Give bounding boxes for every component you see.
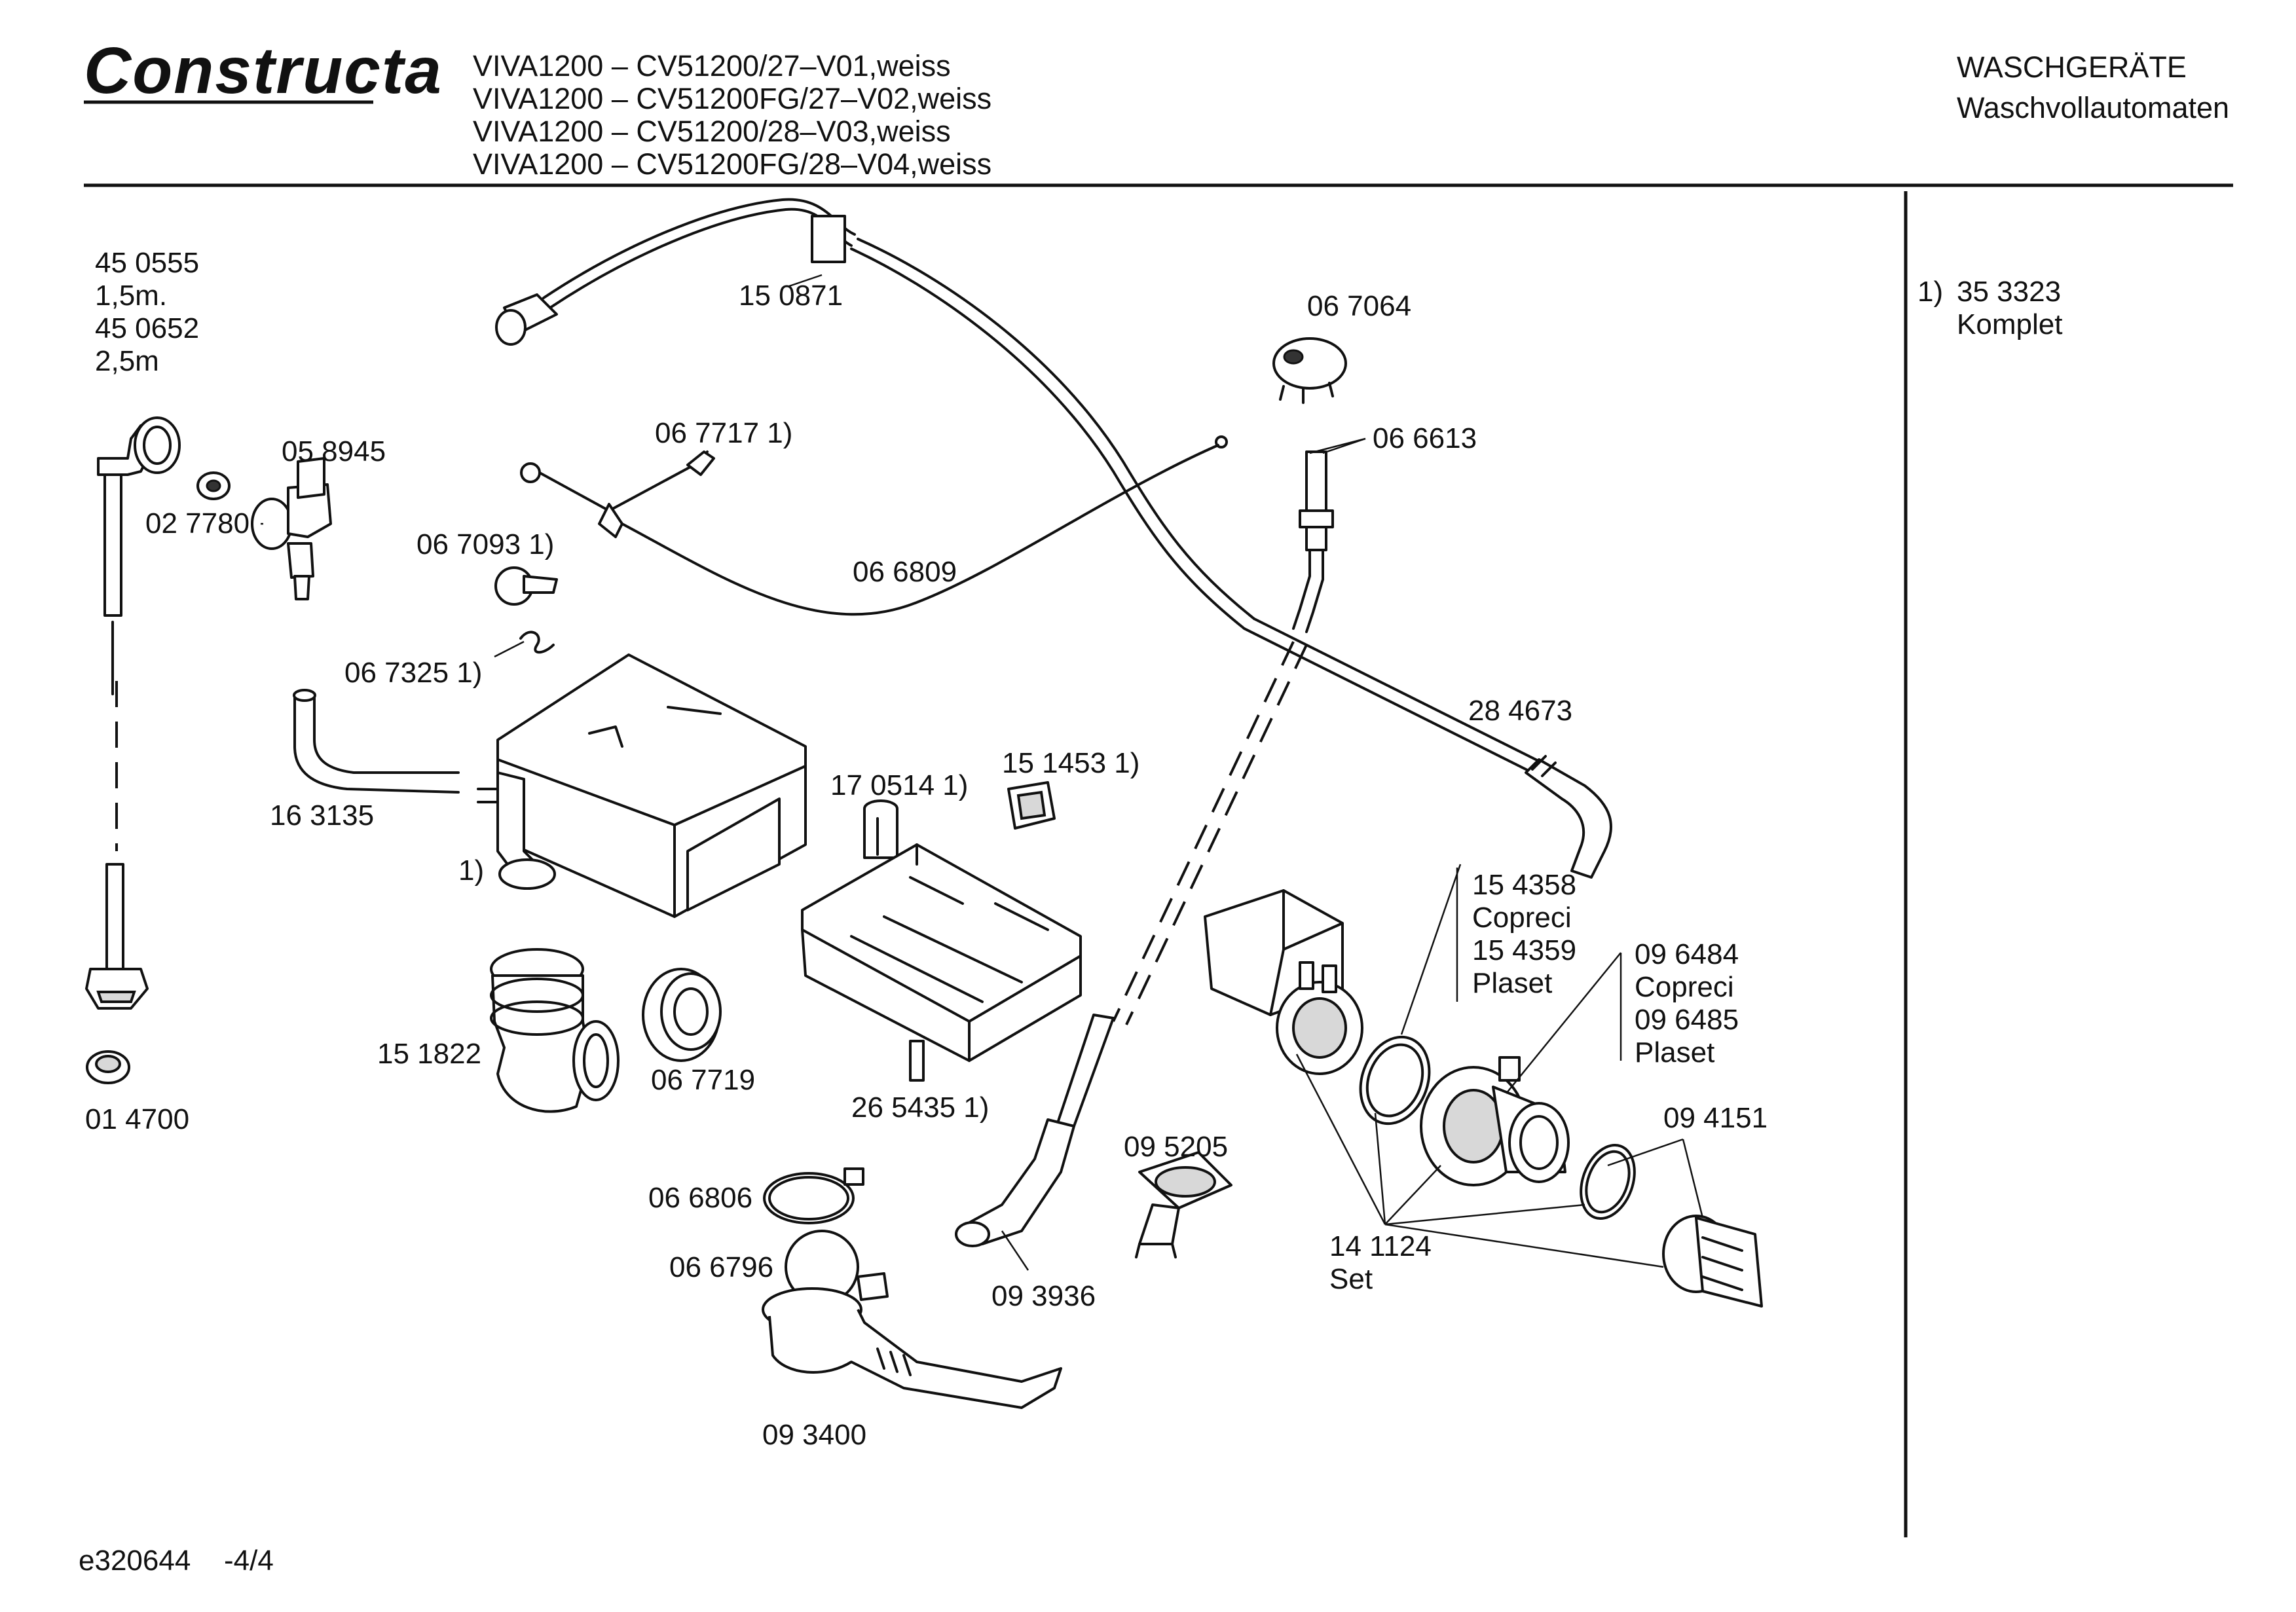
label-450555: 45 0555 xyxy=(95,247,199,279)
hose-150871 xyxy=(495,198,1255,630)
label-footnote-1: 1) xyxy=(458,854,484,887)
footnote: 1) 35 3323 Komplet xyxy=(1917,276,2062,340)
model-line-1: VIVA1200 – CV51200/27–V01,weiss xyxy=(473,49,951,82)
bracket-095205 xyxy=(1135,1151,1232,1258)
label-141124: 14 1124 xyxy=(1329,1230,1432,1262)
footnote-marker: 1) xyxy=(1917,276,1943,308)
label-284673: 28 4673 xyxy=(1468,695,1572,727)
drawer-housing xyxy=(477,653,807,918)
label-067325: 06 7325 1) xyxy=(344,657,482,689)
label-067719: 06 7719 xyxy=(651,1064,755,1096)
bracket-067717 xyxy=(520,450,715,538)
sump-093400 xyxy=(762,1272,1062,1409)
label-length-15: 1,5m. xyxy=(95,280,167,312)
label-150871: 15 0871 xyxy=(739,280,843,312)
spring-067325 xyxy=(519,631,555,654)
part-labels: 45 0555 1,5m. 45 0652 2,5m 05 8945 02 77… xyxy=(85,247,1768,1451)
label-length-25: 2,5m xyxy=(95,345,159,377)
ring-094151 xyxy=(1580,1143,1636,1220)
clamp-066806 xyxy=(763,1167,864,1224)
label-093400: 09 3400 xyxy=(762,1419,866,1451)
label-copreci-1: Copreci xyxy=(1472,902,1572,934)
label-066796: 06 6796 xyxy=(669,1251,773,1283)
inlet-hose xyxy=(85,416,181,1010)
label-265435: 26 5435 1) xyxy=(851,1091,989,1124)
label-094151: 09 4151 xyxy=(1663,1102,1768,1134)
label-plaset-1: Plaset xyxy=(1472,967,1552,999)
seal-151453 xyxy=(1007,781,1056,830)
label-151453: 15 1453 1) xyxy=(1002,747,1139,779)
pump-housing xyxy=(1420,1056,1570,1186)
cable-066809 xyxy=(621,435,1228,616)
inlet-valve-058945 xyxy=(251,457,332,600)
seal-067719 xyxy=(642,968,722,1062)
page-number: -4/4 xyxy=(224,1545,274,1577)
washer-014700 xyxy=(86,1050,130,1084)
label-copreci-2: Copreci xyxy=(1635,971,1734,1003)
drawer-265435 xyxy=(801,843,1082,1082)
label-170514: 17 0514 1) xyxy=(830,769,968,801)
model-line-4: VIVA1200 – CV51200FG/28–V04,weiss xyxy=(473,147,991,181)
label-154359: 15 4359 xyxy=(1472,934,1576,966)
model-line-3: VIVA1200 – CV51200/28–V03,weiss xyxy=(473,115,951,148)
tube-093936 xyxy=(955,1014,1115,1247)
label-450652: 45 0652 xyxy=(95,312,199,344)
siphon-170514 xyxy=(863,799,898,859)
pressure-switch-067064 xyxy=(1272,337,1347,404)
footnote-text: Komplet xyxy=(1957,308,2062,340)
subcategory: Waschvollautomaten xyxy=(1957,91,2229,124)
drain-pump xyxy=(1204,889,1363,1075)
hose-163135 xyxy=(293,689,460,794)
label-163135: 16 3135 xyxy=(270,799,374,832)
label-095205: 09 5205 xyxy=(1124,1131,1228,1163)
brand-logo: Constructa xyxy=(84,34,443,107)
label-067064: 06 7064 xyxy=(1307,290,1411,322)
ring-154358 xyxy=(1359,1035,1431,1126)
category: WASCHGERÄTE xyxy=(1957,50,2187,84)
label-plaset-2: Plaset xyxy=(1635,1036,1714,1069)
label-066809: 06 6809 xyxy=(853,556,957,588)
label-096485: 09 6485 xyxy=(1635,1004,1739,1036)
label-058945: 05 8945 xyxy=(282,435,386,467)
drain-hose-284673 xyxy=(1243,617,1612,879)
lock-067093 xyxy=(494,566,558,606)
label-014700: 01 4700 xyxy=(85,1103,189,1135)
header: Constructa VIVA1200 – CV51200/27–V01,wei… xyxy=(84,34,2229,181)
bellow-151822 xyxy=(490,948,620,1113)
label-067093: 06 7093 1) xyxy=(417,528,554,560)
label-set: Set xyxy=(1329,1263,1373,1295)
model-line-2: VIVA1200 – CV51200FG/27–V02,weiss xyxy=(473,82,991,115)
label-066806: 06 6806 xyxy=(648,1182,752,1214)
label-027780: 02 7780 xyxy=(145,507,250,540)
label-151822: 15 1822 xyxy=(377,1038,481,1070)
label-067717: 06 7717 1) xyxy=(655,417,792,449)
leader-lines xyxy=(261,274,1704,1271)
doc-id: e320644 xyxy=(79,1545,191,1577)
label-154358: 15 4358 xyxy=(1472,869,1576,901)
pressure-tube-066613 xyxy=(1112,450,1334,1025)
label-096484: 09 6484 xyxy=(1635,938,1739,970)
filter-plug xyxy=(1662,1215,1763,1308)
label-093936: 09 3936 xyxy=(991,1280,1096,1312)
label-066613: 06 6613 xyxy=(1373,422,1477,454)
footnote-part-no: 35 3323 xyxy=(1957,276,2061,308)
filter-027780 xyxy=(196,471,231,500)
